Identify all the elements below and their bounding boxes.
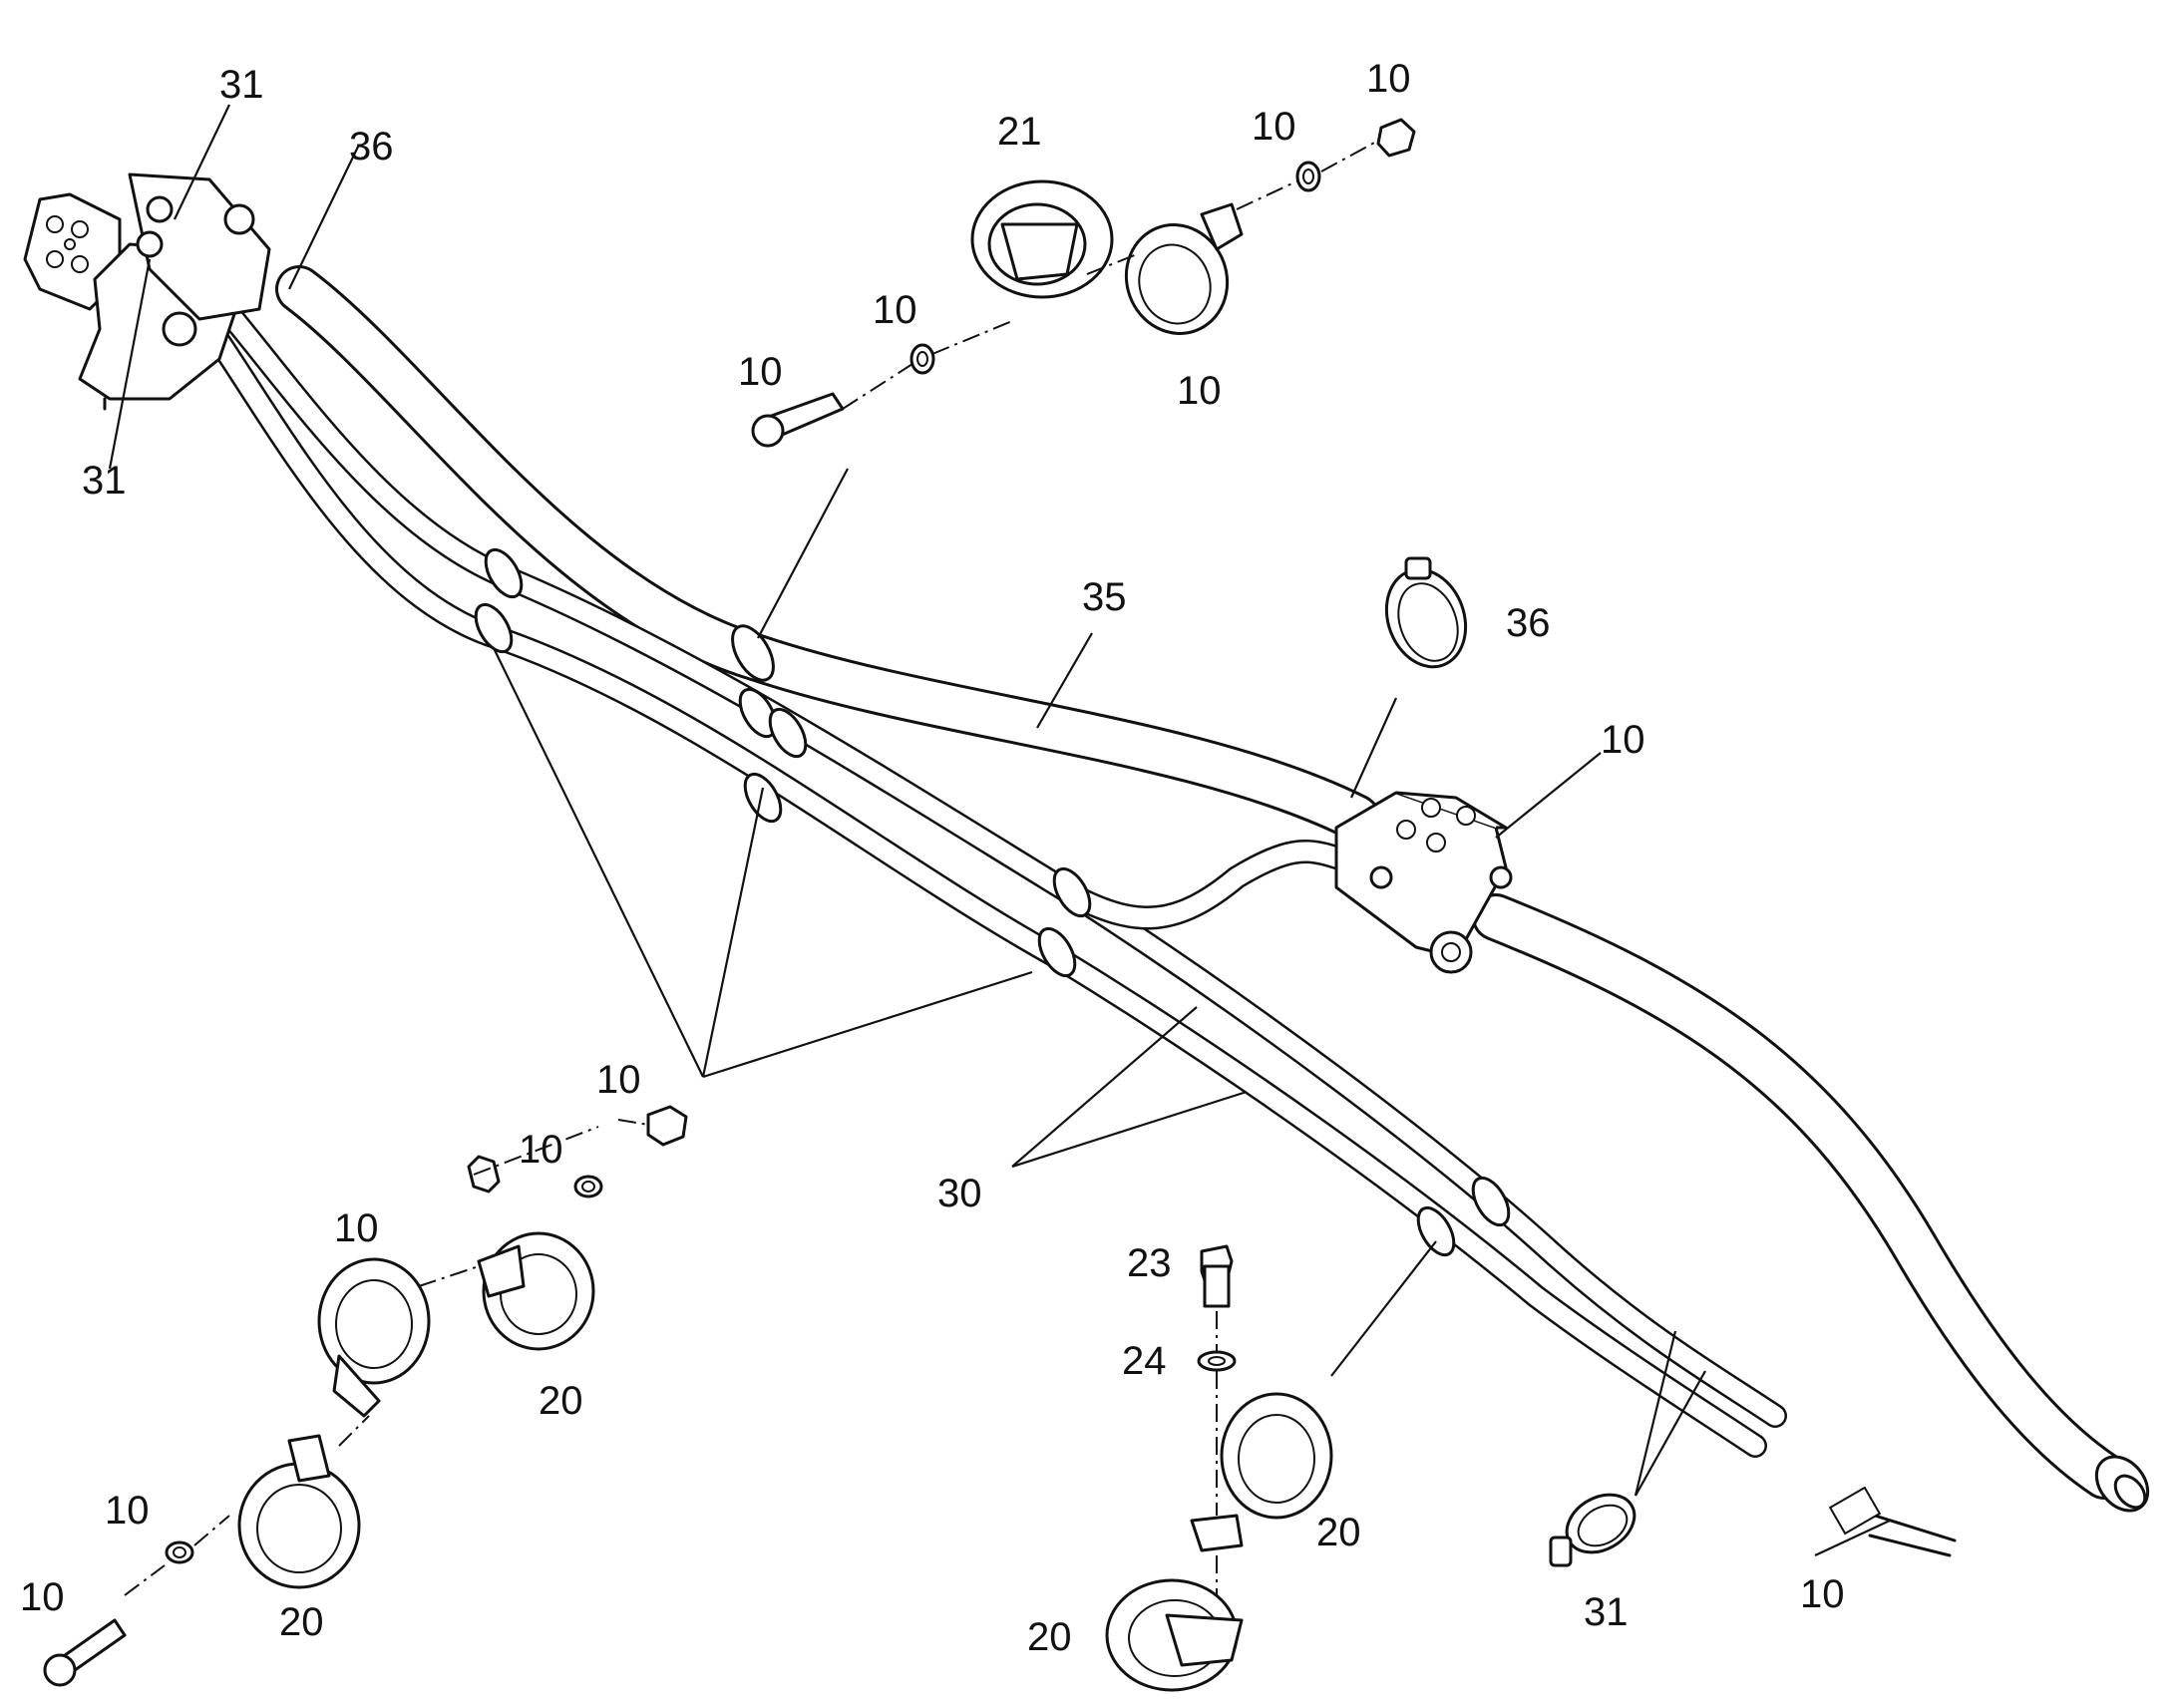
callout-label: 20 [1027, 1615, 1072, 1659]
callout-label: 35 [1082, 575, 1127, 619]
steering-valve-block [23, 172, 271, 411]
callout-label: 20 [1316, 1511, 1361, 1554]
callout-label: 10 [1366, 57, 1411, 101]
callout-labels: 31 36 31 21 10 10 10 10 10 35 36 10 10 1… [20, 57, 1845, 1659]
top-clamp-group [751, 118, 1416, 448]
callout-label: 31 [1584, 1590, 1629, 1634]
callout-label: 10 [1800, 1572, 1845, 1616]
hose-clamp-31 [1549, 1493, 1636, 1567]
callout-label: 36 [1506, 601, 1551, 645]
callout-label: 20 [539, 1379, 583, 1423]
callout-label: 10 [873, 288, 917, 332]
callout-label: 10 [105, 1489, 150, 1533]
callout-label: 31 [82, 459, 127, 503]
distribution-valve-block [1334, 791, 1513, 974]
callout-label: 30 [937, 1172, 982, 1215]
bottom-center-clamp-group [1105, 1244, 1333, 1692]
callout-label: 36 [349, 125, 394, 169]
callout-label: 21 [997, 110, 1042, 154]
callout-label: 10 [1252, 105, 1296, 149]
callout-label: 10 [519, 1128, 563, 1172]
callout-label: 10 [334, 1206, 379, 1250]
hose-clamp-bands [474, 547, 1882, 1536]
callout-label: 10 [1177, 369, 1222, 413]
callout-label: 24 [1122, 1339, 1167, 1383]
callout-label: 23 [1127, 1241, 1172, 1285]
pipe-bundle [153, 237, 1957, 1557]
callout-label: 10 [1601, 718, 1645, 762]
bottom-left-clamp-group [43, 1105, 688, 1687]
hose-clamp-36 [1384, 556, 1468, 669]
callout-label: 10 [738, 350, 783, 394]
outlet-hose [1472, 893, 2128, 1500]
callout-label: 10 [596, 1058, 641, 1102]
leader-lines [108, 104, 1891, 1556]
callout-label: 10 [20, 1575, 65, 1619]
callout-label: 20 [279, 1600, 324, 1644]
outlet-hose-end-fitting [2094, 1455, 2150, 1513]
callout-label: 31 [219, 63, 264, 107]
